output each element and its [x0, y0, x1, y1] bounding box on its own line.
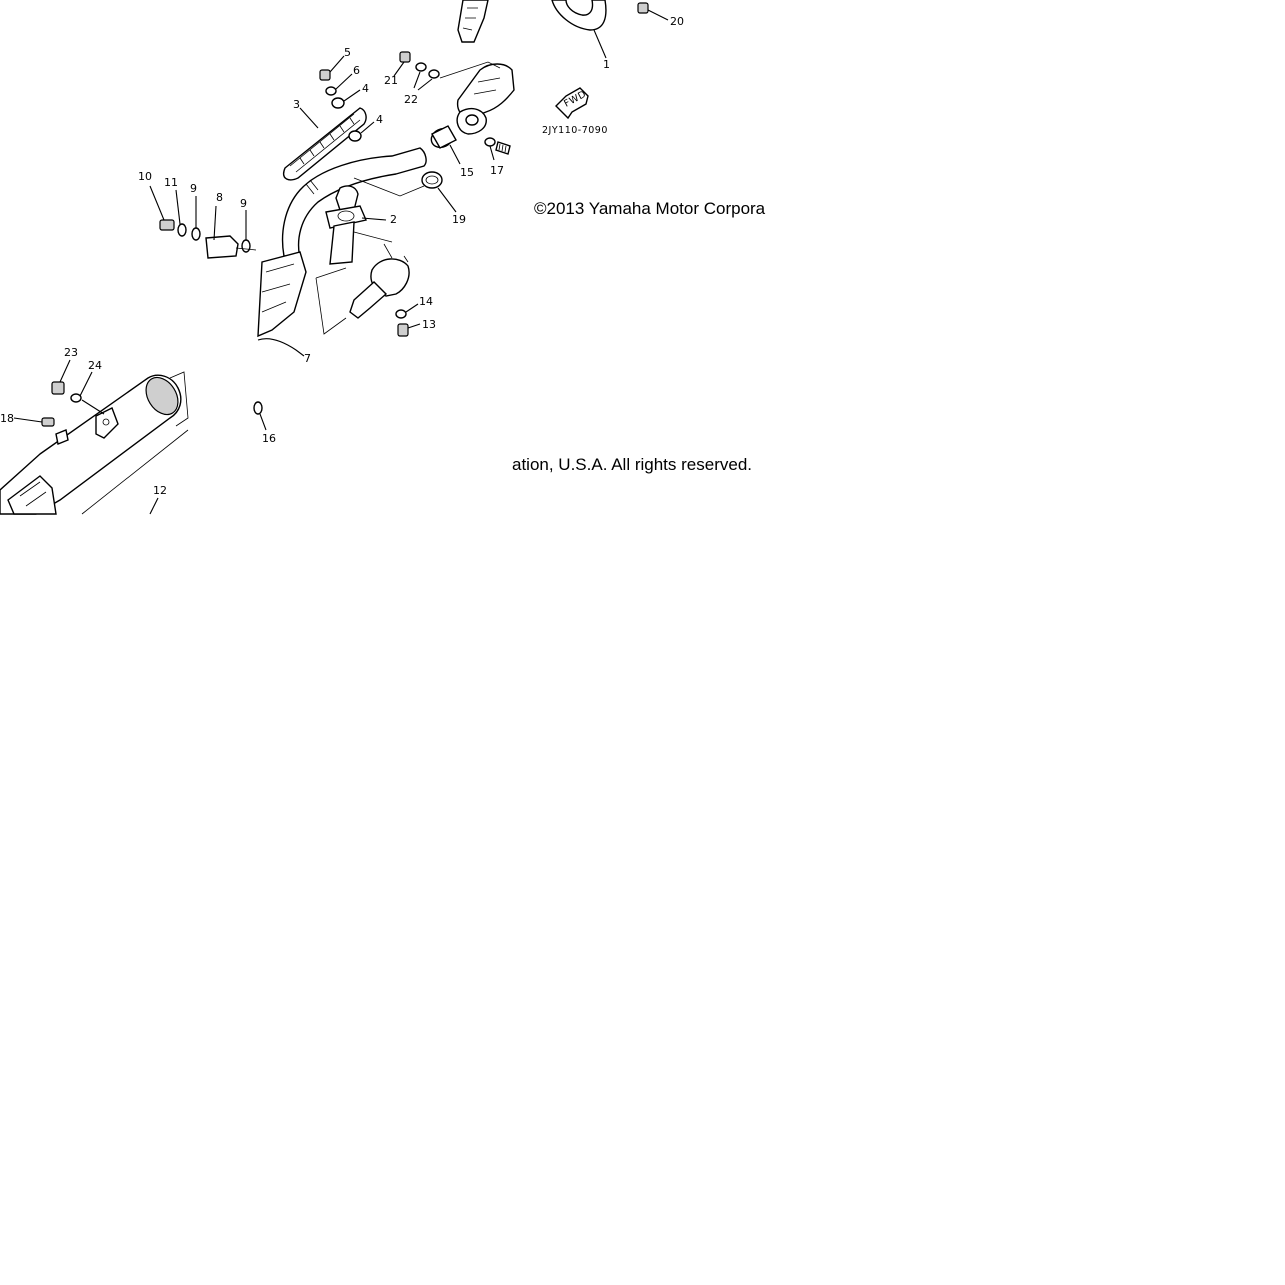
washer-6	[325, 73, 353, 96]
bracket-muffler	[95, 407, 119, 439]
callout-4b: 4	[376, 113, 383, 126]
washer-9b	[235, 210, 257, 253]
bolt-18	[13, 417, 69, 445]
spark-arrester	[315, 231, 410, 335]
washer-14	[395, 303, 419, 319]
heat-shield-7	[257, 251, 307, 357]
callout-19: 19	[452, 213, 466, 226]
callout-8: 8	[216, 191, 223, 204]
part-code: 2JY110-7090	[542, 125, 608, 136]
callout-9b: 9	[240, 197, 247, 210]
callout-1: 1	[603, 58, 610, 71]
callout-7: 7	[304, 352, 311, 365]
callout-20: 20	[670, 15, 684, 28]
flange-pipe-2	[325, 185, 387, 265]
bolt-23	[51, 359, 71, 395]
callout-23: 23	[64, 346, 78, 359]
grommet-4a	[331, 89, 361, 109]
callout-13: 13	[422, 318, 436, 331]
exhaust-header-pipe	[456, 0, 607, 119]
bolt-5	[319, 55, 345, 81]
callout-21: 21	[384, 74, 398, 87]
bracket-8	[205, 205, 239, 259]
nut-22	[413, 62, 440, 91]
callout-1-line	[593, 29, 607, 59]
bolt-20	[637, 2, 669, 21]
muffler-12	[0, 371, 189, 515]
gasket-15	[430, 125, 461, 165]
copyright-line-2: ation, U.S.A. All rights reserved.	[512, 455, 752, 474]
heat-protector-3	[283, 107, 367, 181]
washer-24	[70, 371, 105, 415]
nut-11	[175, 189, 187, 237]
bolt-10	[149, 185, 175, 231]
fwd-arrow-icon: FWD	[555, 87, 589, 120]
callout-11: 11	[164, 176, 178, 189]
gasket-19	[421, 171, 457, 213]
callout-6: 6	[353, 64, 360, 77]
clamp-flange	[456, 107, 487, 135]
grommet-4b	[348, 121, 375, 142]
callout-15: 15	[460, 166, 474, 179]
callout-18: 18	[0, 412, 14, 425]
washer-17	[484, 137, 511, 161]
callout-5: 5	[344, 46, 351, 59]
washer-9a	[191, 196, 201, 241]
callout-16: 16	[262, 432, 276, 445]
callout-17: 17	[490, 164, 504, 177]
callout-22: 22	[404, 93, 418, 106]
callout-2: 2	[390, 213, 397, 226]
bolt-21	[393, 51, 411, 77]
callout-12: 12	[153, 484, 167, 497]
callout-10: 10	[138, 170, 152, 183]
callout-4a: 4	[362, 82, 369, 95]
callout-24: 24	[88, 359, 102, 372]
callout-9a: 9	[190, 182, 197, 195]
grommet-16	[253, 401, 267, 431]
copyright-line-1: ©2013 Yamaha Motor Corpora	[534, 199, 766, 218]
bolt-13	[397, 323, 421, 337]
callout-3: 3	[293, 98, 300, 111]
callout-14: 14	[419, 295, 433, 308]
